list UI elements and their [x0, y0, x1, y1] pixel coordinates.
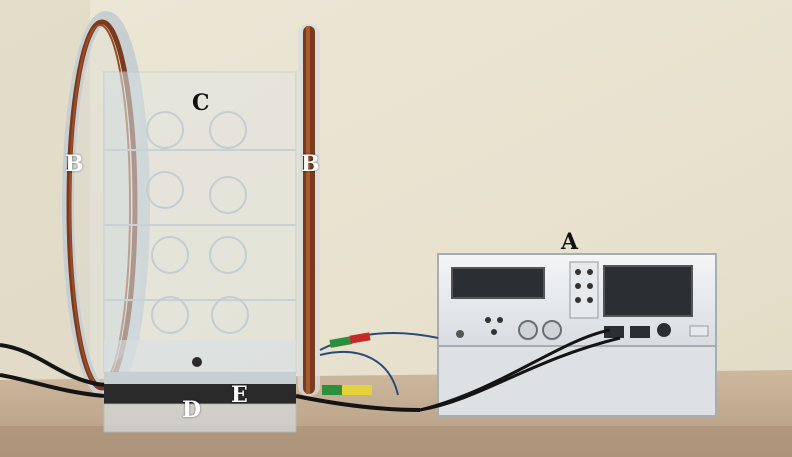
label-b-right: B: [301, 151, 320, 177]
instrument-unit: [437, 253, 717, 417]
label-d: D: [182, 397, 202, 423]
chamber-base: [103, 372, 297, 433]
label-c: C: [192, 90, 210, 116]
label-a: A: [561, 229, 579, 255]
cables: [0, 328, 621, 412]
acrylic-chamber: [103, 71, 297, 373]
label-e: E: [231, 382, 248, 408]
right-helmholtz-coil: [298, 24, 320, 396]
connector-clips: [322, 332, 372, 395]
label-b-left: B: [65, 151, 84, 177]
